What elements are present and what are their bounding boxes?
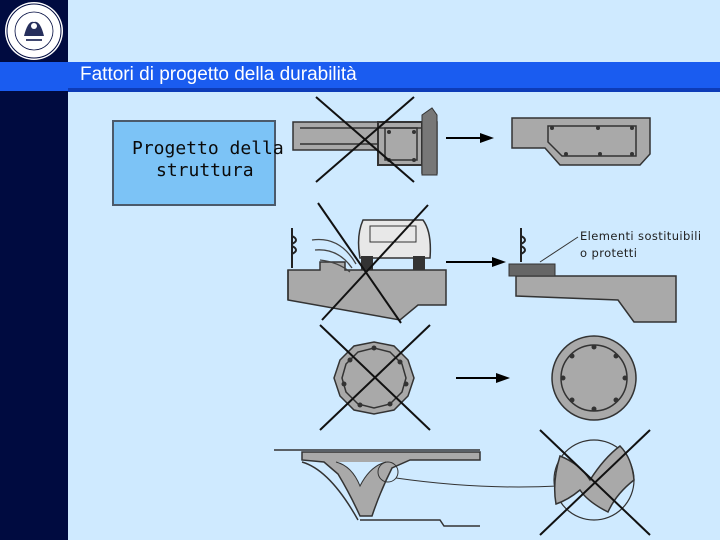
callout-line-1: Elementi sostituibili	[580, 229, 702, 243]
arrow-1	[446, 133, 494, 143]
callout-line-2: o protetti	[580, 246, 638, 260]
deck-edge-bad	[287, 202, 447, 324]
pier-node-detail	[539, 429, 651, 536]
title-underline	[68, 88, 720, 92]
slide-title: Fattori di progetto della durabilità	[80, 64, 357, 85]
concept-line-1: Progetto della	[132, 138, 284, 159]
beam-joint-good	[511, 117, 651, 166]
pier-detail	[274, 449, 559, 527]
title-bar	[0, 62, 720, 91]
university-seal-icon	[5, 2, 63, 60]
concept-line-2: struttura	[156, 160, 254, 181]
concept-box	[112, 120, 276, 206]
arrow-2	[446, 257, 506, 267]
beam-joint-bad	[292, 96, 438, 183]
university-logo	[2, 0, 66, 62]
column-section-good	[551, 335, 637, 421]
column-section-bad	[319, 324, 431, 431]
arrow-3	[456, 373, 510, 383]
callout-text: Elementi sostituibili o protetti	[580, 228, 720, 262]
deck-edge-good	[508, 228, 677, 323]
